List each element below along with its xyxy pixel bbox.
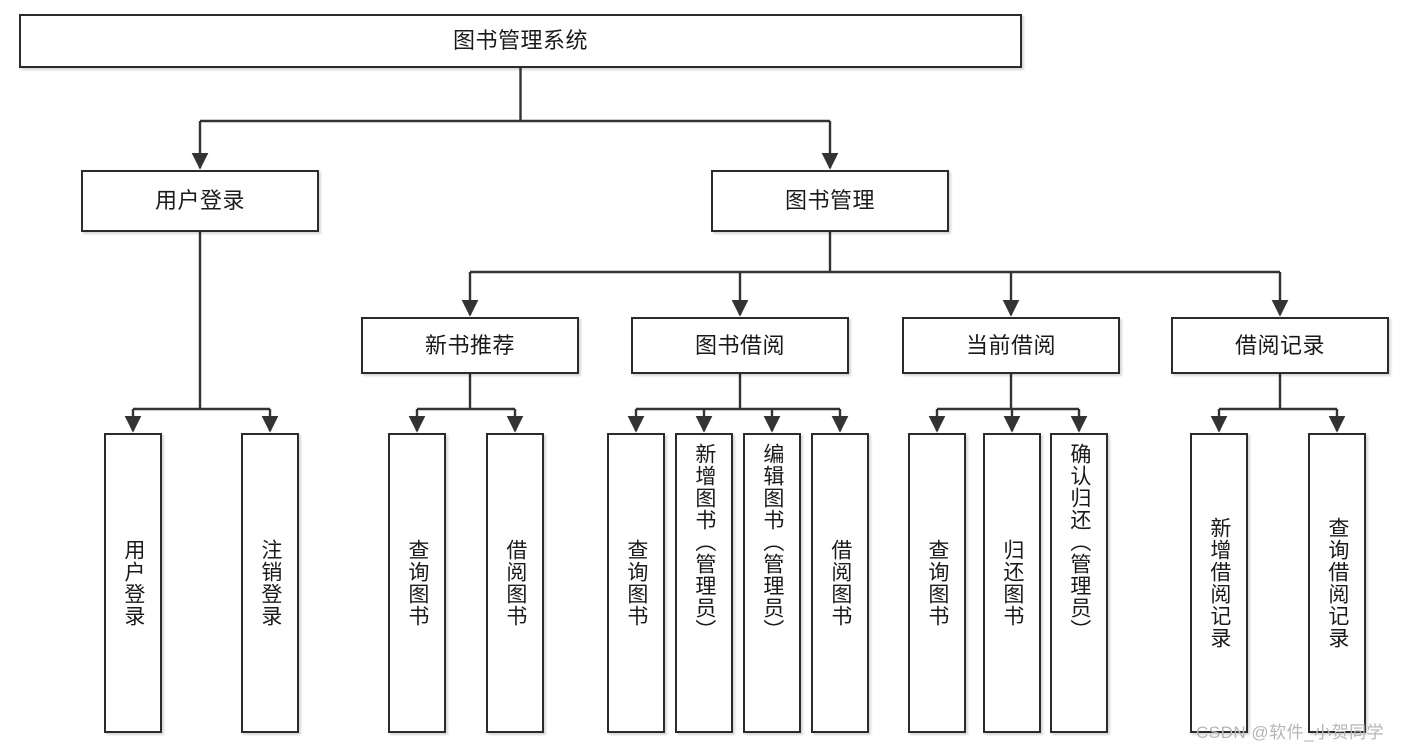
node-current-3[interactable]: 确认归还（管理员） — [1050, 433, 1108, 733]
node-borrow-3[interactable]: 编辑图书（管理员） — [743, 433, 801, 733]
node-label: 图书借阅 — [694, 332, 785, 358]
node-label: 编辑图书（管理员） — [760, 443, 784, 641]
node-borrow-4[interactable]: 借阅图书 — [811, 433, 869, 733]
node-borrow-2[interactable]: 新增图书（管理员） — [675, 433, 733, 733]
node-bookmgmt[interactable]: 图书管理 — [711, 170, 949, 232]
node-label: 借阅记录 — [1234, 332, 1325, 358]
node-login-2[interactable]: 注销登录 — [241, 433, 299, 733]
node-newbook[interactable]: 新书推荐 — [361, 317, 579, 374]
node-records[interactable]: 借阅记录 — [1171, 317, 1389, 374]
node-label: 图书管理 — [784, 188, 875, 214]
node-label: 新书推荐 — [424, 332, 515, 358]
node-login[interactable]: 用户登录 — [81, 170, 319, 232]
node-label: 当前借阅 — [965, 332, 1056, 358]
node-label: 用户登录 — [154, 188, 245, 214]
node-records-2[interactable]: 查询借阅记录 — [1308, 433, 1366, 733]
node-current[interactable]: 当前借阅 — [902, 317, 1120, 374]
node-root[interactable]: 图书管理系统 — [19, 14, 1022, 68]
node-login-1[interactable]: 用户登录 — [104, 433, 162, 733]
node-label: 新增图书（管理员） — [692, 443, 716, 641]
node-records-1[interactable]: 新增借阅记录 — [1190, 433, 1248, 733]
node-newbook-2[interactable]: 借阅图书 — [486, 433, 544, 733]
node-borrow[interactable]: 图书借阅 — [631, 317, 849, 374]
node-label: 归还图书 — [1000, 539, 1024, 627]
node-label: 查询图书 — [925, 539, 949, 627]
node-label: 查询图书 — [624, 539, 648, 627]
node-current-1[interactable]: 查询图书 — [908, 433, 966, 733]
node-label: 注销登录 — [258, 539, 282, 627]
node-label: 确认归还（管理员） — [1067, 443, 1091, 641]
node-label: 新增借阅记录 — [1207, 517, 1231, 649]
node-newbook-1[interactable]: 查询图书 — [388, 433, 446, 733]
node-label: 查询图书 — [405, 539, 429, 627]
node-label: 借阅图书 — [828, 539, 852, 627]
node-label: 用户登录 — [121, 539, 145, 627]
node-label: 查询借阅记录 — [1325, 517, 1349, 649]
node-current-2[interactable]: 归还图书 — [983, 433, 1041, 733]
node-label: 图书管理系统 — [452, 28, 588, 54]
node-borrow-1[interactable]: 查询图书 — [607, 433, 665, 733]
node-label: 借阅图书 — [503, 539, 527, 627]
